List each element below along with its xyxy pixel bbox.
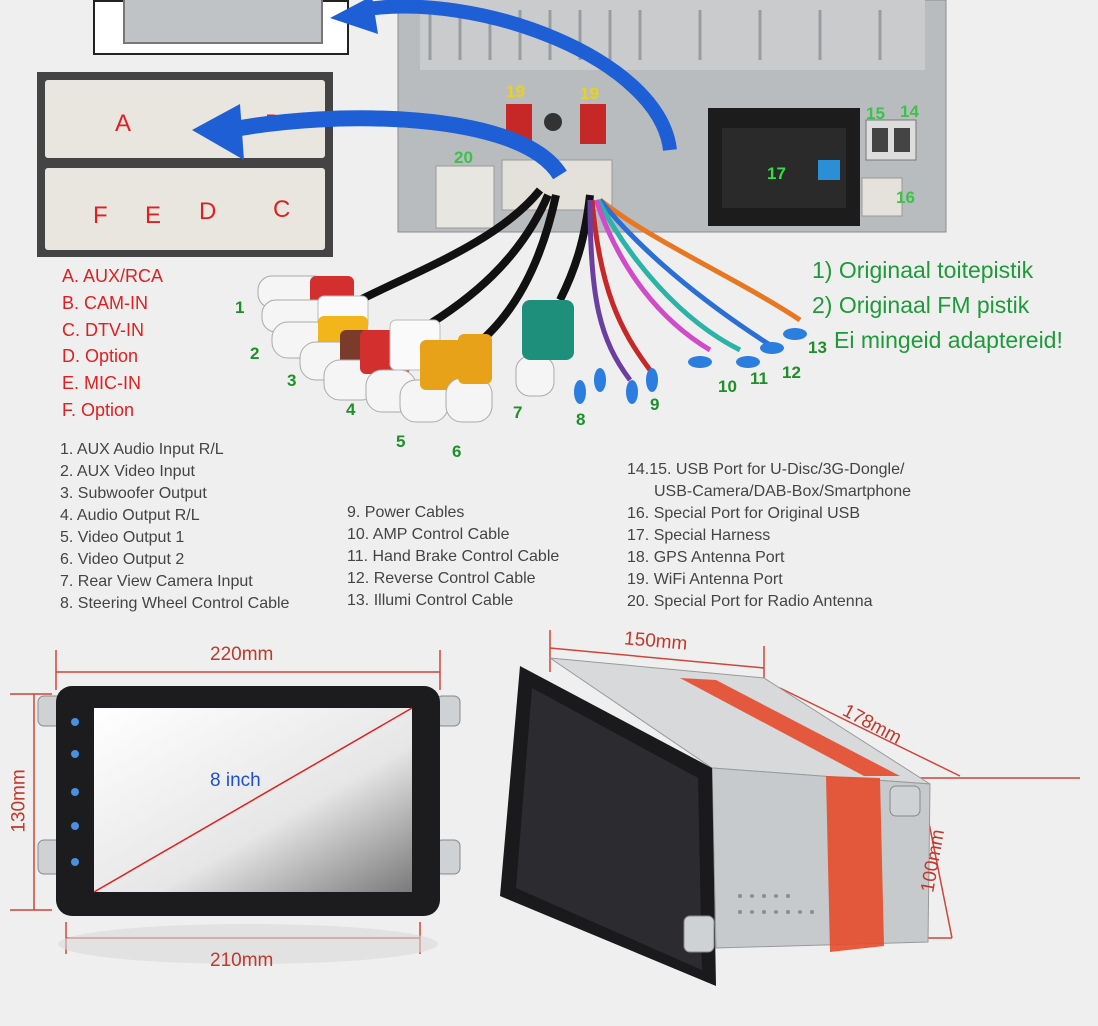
cable-number-9: 9 bbox=[650, 395, 660, 414]
dimension-front-height: 130mm bbox=[8, 769, 30, 833]
port-number-19b: 19 bbox=[580, 84, 599, 103]
cable-list-item: 11. Hand Brake Control Cable bbox=[347, 548, 560, 565]
cable-list-item: 8. Steering Wheel Control Cable bbox=[60, 595, 290, 612]
dimension-front-width: 220mm bbox=[210, 644, 274, 665]
cable-number-10: 10 bbox=[718, 377, 737, 396]
cable-list-item: 19. WiFi Antenna Port bbox=[627, 571, 783, 588]
port-number-14: 14 bbox=[900, 102, 919, 121]
legend-item: A. AUX/RCA bbox=[62, 266, 164, 286]
legend-item: D. Option bbox=[62, 346, 139, 367]
screen-size-label: 8 inch bbox=[210, 770, 261, 791]
cable-list-item: 18. GPS Antenna Port bbox=[627, 549, 785, 566]
thumbnail-frame bbox=[93, 0, 349, 55]
cable-list-item: 1. AUX Audio Input R/L bbox=[60, 441, 224, 458]
connector-letter-d: D bbox=[199, 198, 217, 225]
cable-list-2: 9. Power Cables 10. AMP Control Cable 11… bbox=[347, 502, 559, 612]
notes-block: 1) Originaal toitepistik 2) Originaal FM… bbox=[812, 253, 1098, 358]
cable-number-8: 8 bbox=[576, 410, 586, 429]
dimension-front-bottom: 210mm bbox=[210, 950, 274, 971]
cable-number-4: 4 bbox=[346, 400, 356, 419]
cable-number-13: 13 bbox=[808, 338, 827, 357]
cable-list-item: 10. AMP Control Cable bbox=[347, 526, 510, 543]
port-number-15: 15 bbox=[866, 104, 885, 123]
cable-list-item: 13. Illumi Control Cable bbox=[347, 592, 514, 609]
note-line-2: 2) Originaal FM pistik bbox=[812, 292, 1030, 318]
cable-list-item: 2. AUX Video Input bbox=[60, 463, 195, 480]
legend-item: B. CAM-IN bbox=[62, 292, 149, 313]
connector-legend: A. AUX/RCA B. CAM-IN C. DTV-IN D. Option… bbox=[62, 263, 163, 424]
cable-number-3: 3 bbox=[287, 371, 297, 390]
cable-number-6: 6 bbox=[452, 442, 462, 461]
cable-list-item: 14.15. USB Port for U-Disc/3G-Dongle/ bbox=[627, 461, 905, 478]
cable-number-7: 7 bbox=[513, 403, 523, 422]
cable-list-3: 14.15. USB Port for U-Disc/3G-Dongle/ US… bbox=[627, 459, 911, 613]
cable-list-item: 12. Reverse Control Cable bbox=[347, 570, 536, 587]
cable-list-item: 7. Rear View Camera Input bbox=[60, 573, 253, 590]
connector-bottom-block bbox=[45, 168, 325, 250]
cable-number-12: 12 bbox=[782, 363, 801, 382]
note-line-3: Ei mingeid adaptereid! bbox=[834, 327, 1063, 353]
legend-item: E. MIC-IN bbox=[62, 373, 141, 394]
port-number-17: 17 bbox=[767, 164, 786, 183]
port-number-20: 20 bbox=[454, 148, 473, 167]
legend-item: C. DTV-IN bbox=[62, 319, 145, 340]
cable-list-item: USB-Camera/DAB-Box/Smartphone bbox=[654, 483, 911, 500]
connector-letter-e: E bbox=[145, 202, 162, 229]
cable-list-item: 4. Audio Output R/L bbox=[60, 507, 200, 524]
legend-item: F. Option bbox=[62, 399, 135, 420]
thumbnail-image bbox=[123, 0, 323, 44]
cable-list-1: 1. AUX Audio Input R/L 2. AUX Video Inpu… bbox=[60, 439, 289, 615]
connector-letter-a: A bbox=[115, 110, 132, 137]
connector-letter-c: C bbox=[273, 196, 291, 223]
port-number-19a: 19 bbox=[506, 82, 525, 101]
rear-unit-illustration bbox=[192, 0, 947, 423]
cable-list-item: 5. Video Output 1 bbox=[60, 529, 185, 546]
note-line-1: 1) Originaal toitepistik bbox=[812, 257, 1034, 283]
side-view-illustration bbox=[500, 630, 1080, 986]
cable-list-item: 9. Power Cables bbox=[347, 504, 465, 521]
cable-number-11: 11 bbox=[750, 369, 768, 388]
cable-list-item: 20. Special Port for Radio Antenna bbox=[627, 593, 873, 610]
cable-number-1: 1 bbox=[235, 298, 245, 317]
cable-number-2: 2 bbox=[250, 344, 260, 363]
connector-letter-f: F bbox=[93, 202, 108, 229]
cable-list-item: 17. Special Harness bbox=[627, 527, 771, 544]
cable-list-item: 6. Video Output 2 bbox=[60, 551, 185, 568]
cable-list-item: 16. Special Port for Original USB bbox=[627, 505, 860, 522]
port-number-16: 16 bbox=[896, 188, 915, 207]
front-view-illustration bbox=[10, 650, 461, 964]
cable-number-5: 5 bbox=[396, 432, 406, 451]
cable-list-item: 3. Subwoofer Output bbox=[60, 485, 207, 502]
